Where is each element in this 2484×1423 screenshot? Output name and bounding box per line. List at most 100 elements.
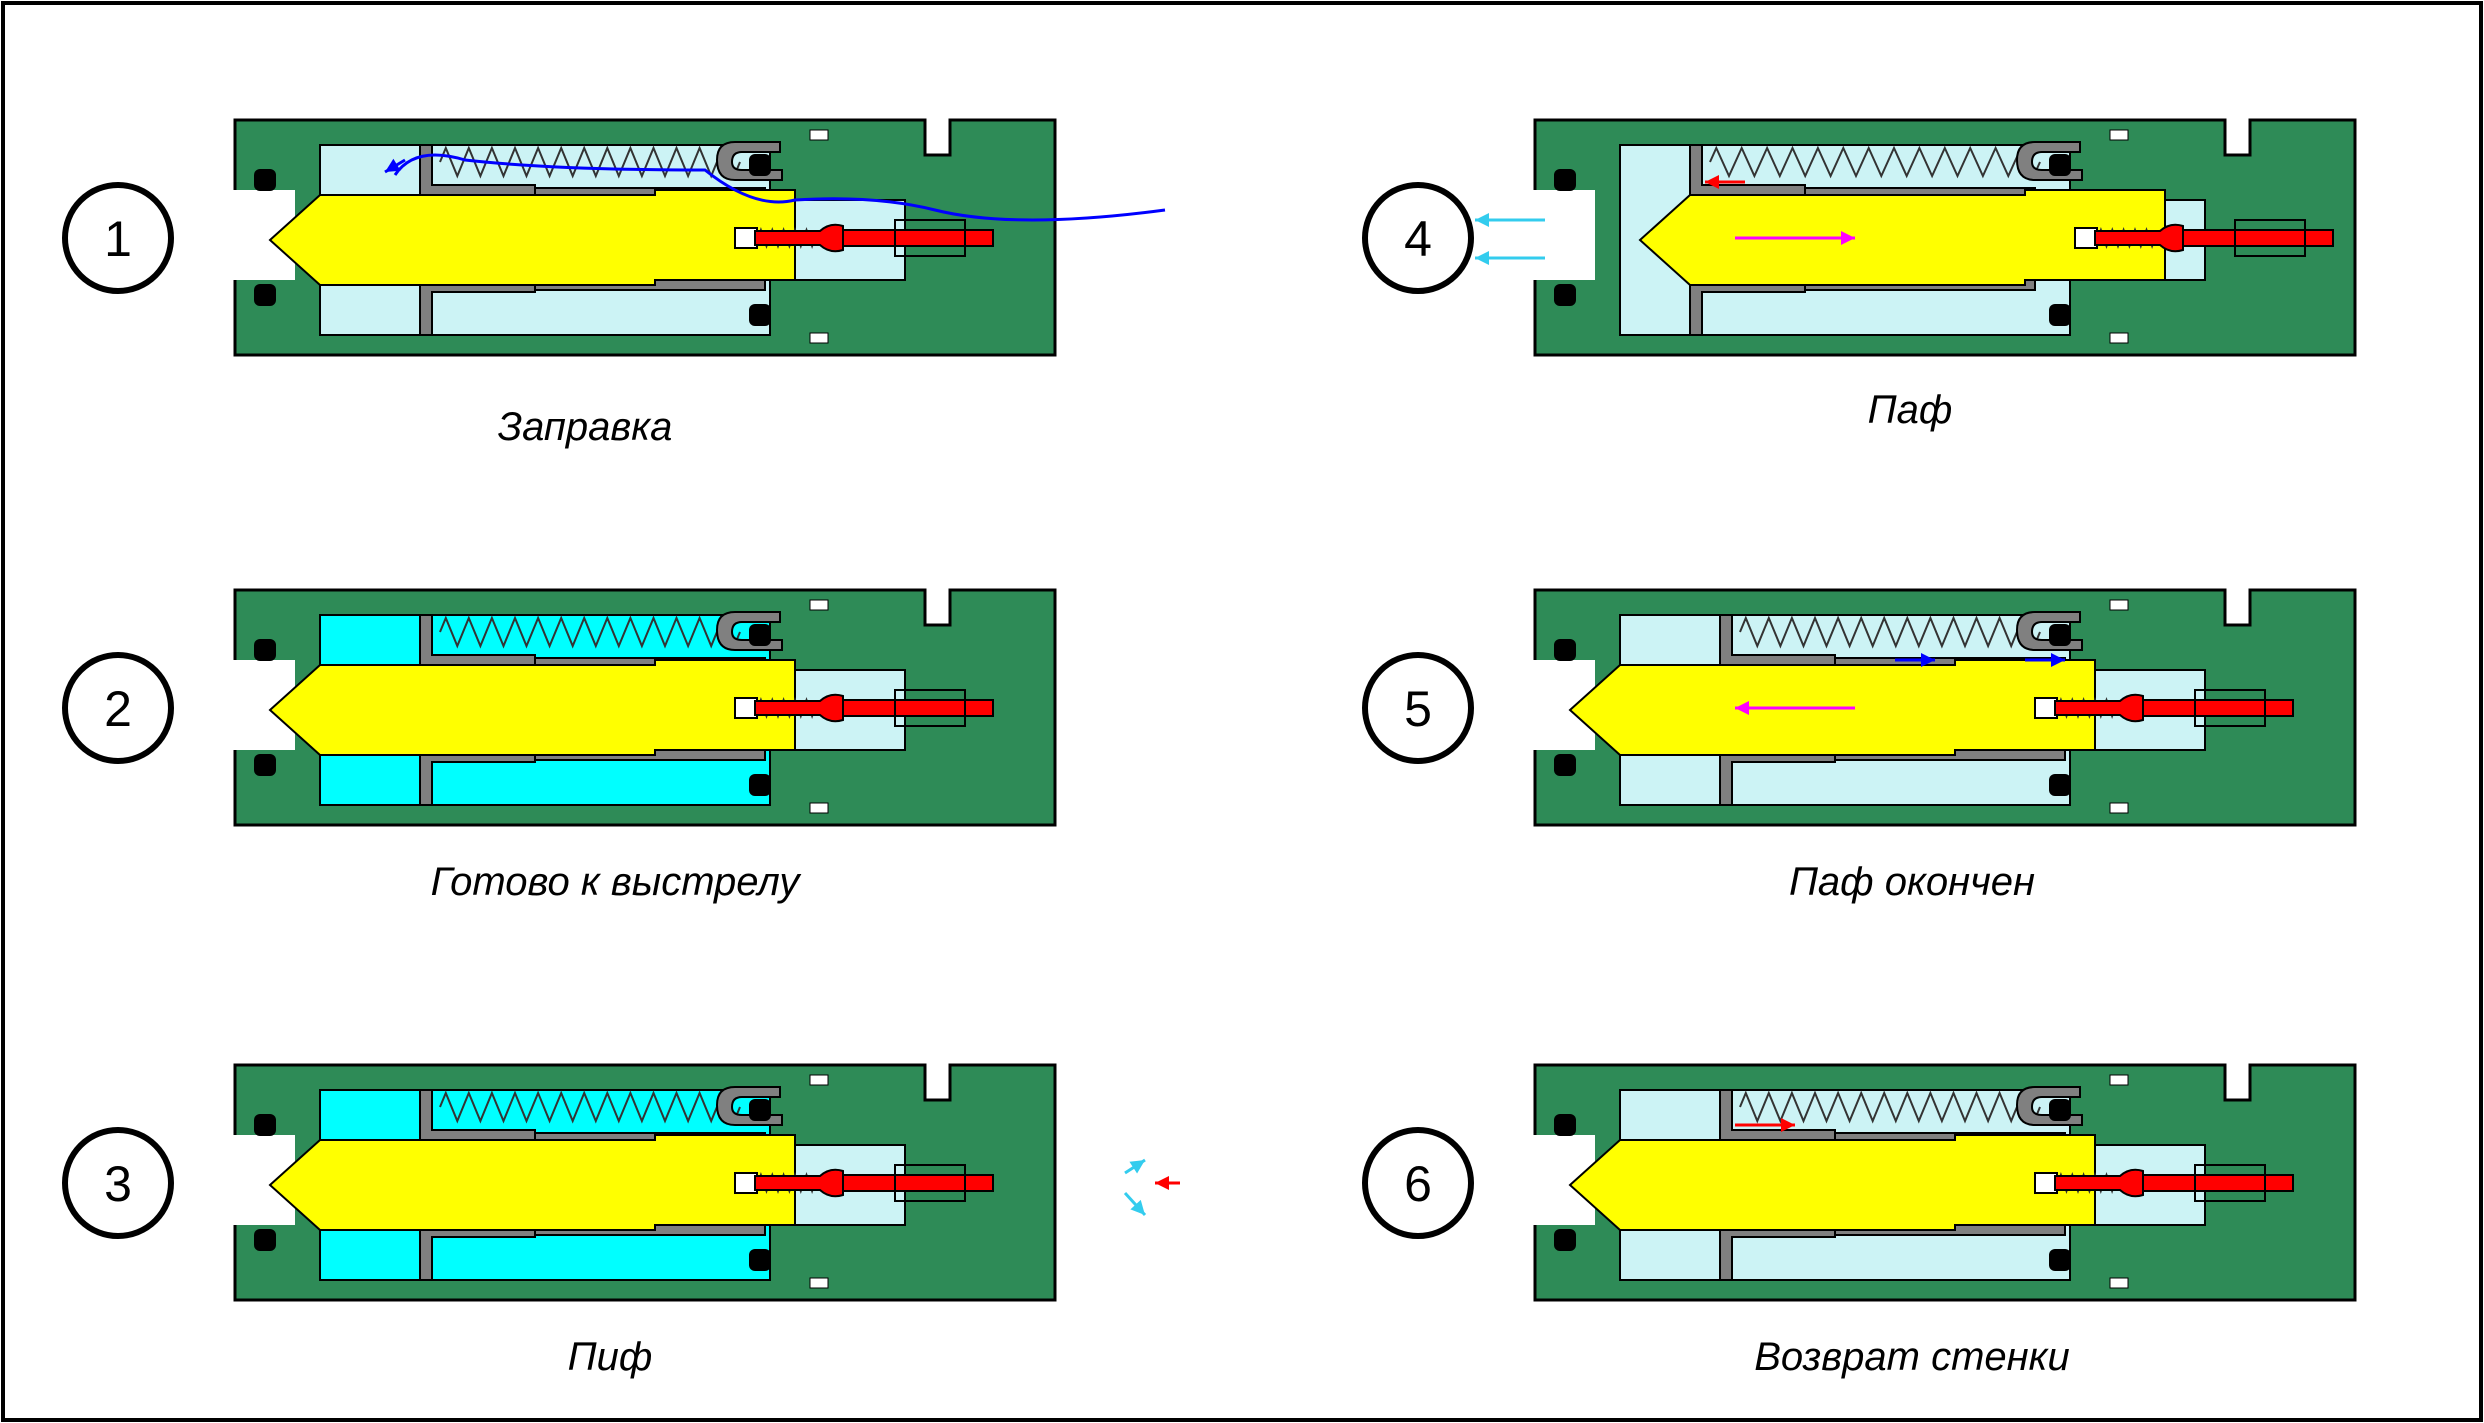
valve-seat [2074, 227, 2098, 249]
valve-housing [2194, 689, 2266, 727]
stage-5-caption: Паф окончен [1788, 860, 2036, 904]
valve-head [754, 693, 844, 723]
valve-housing [894, 219, 966, 257]
valve-seat [734, 1172, 758, 1194]
valve-stem [2182, 229, 2334, 247]
o-ring-2 [254, 1229, 276, 1251]
stage-number: 4 [1404, 211, 1432, 267]
vent-slot-upper [2109, 599, 2129, 611]
exhaust-arrow-lower-icon [1475, 251, 1545, 265]
main-spring [439, 615, 741, 649]
main-spring [1739, 1090, 2041, 1124]
valve-seat [2034, 697, 2058, 719]
main-spring [1709, 145, 2041, 179]
valve-stem [842, 699, 994, 717]
arrow-right-icon [1735, 1118, 1795, 1132]
stage-number: 2 [104, 681, 132, 737]
piston [268, 189, 796, 286]
vent-arrows-icon [1124, 1158, 1146, 1175]
flow-arrow-icon [2025, 653, 2065, 667]
o-ring-3 [2049, 624, 2071, 646]
o-ring-3 [749, 154, 771, 176]
valve-seat [734, 227, 758, 249]
stage-6-caption: Возврат стенки [1754, 1335, 2070, 1379]
o-ring-1 [1554, 169, 1576, 191]
stage-5: 5 [1350, 570, 2480, 900]
o-ring-2 [254, 284, 276, 306]
nozzle-opening [230, 660, 295, 750]
o-ring-3 [749, 624, 771, 646]
vent-slot-upper [2109, 1074, 2129, 1086]
device-cross-section [1530, 1063, 2357, 1302]
device-cross-section [230, 1063, 1180, 1302]
device-cross-section [1475, 118, 2357, 357]
stage-3-caption: Пиф [567, 1335, 653, 1379]
stage-number-badge: 6 [1362, 1127, 1474, 1239]
main-spring [439, 1090, 741, 1124]
o-ring-1 [254, 1114, 276, 1136]
vent-slot-upper [809, 1074, 829, 1086]
o-ring-2 [1554, 284, 1576, 306]
vent-slot-upper [2109, 129, 2129, 141]
exhaust-arrows-icon [1475, 213, 1545, 227]
stage-2-caption: Готово к выстрелу [430, 860, 800, 904]
o-ring-4 [749, 1249, 771, 1271]
stage-4: 4 [1350, 100, 2480, 430]
valve-seat [734, 697, 758, 719]
vent-slot-lower [2109, 1277, 2129, 1289]
o-ring-4 [749, 304, 771, 326]
valve-head [2094, 223, 2184, 253]
nozzle-opening [230, 190, 295, 280]
fill-arrow-icon [384, 158, 406, 174]
wall-arrow-icon [1705, 175, 1745, 189]
main-spring [1739, 615, 2041, 649]
stage-number-badge: 5 [1362, 652, 1474, 764]
stage-number: 5 [1404, 681, 1432, 737]
o-ring-4 [2049, 304, 2071, 326]
valve-housing [894, 1164, 966, 1202]
valve-stem [2142, 699, 2294, 717]
o-ring-1 [254, 639, 276, 661]
vent-slot-lower [809, 802, 829, 814]
stage-number-badge: 1 [62, 182, 174, 294]
o-ring-4 [2049, 774, 2071, 796]
arrow-left-icon [1155, 1176, 1180, 1190]
o-ring-4 [749, 774, 771, 796]
o-ring-3 [2049, 1099, 2071, 1121]
vent-arrow-lower-icon [1123, 1191, 1147, 1217]
valve-housing [2234, 219, 2306, 257]
o-ring-1 [254, 169, 276, 191]
stage-number-badge: 4 [1362, 182, 1474, 294]
valve-stem [2142, 1174, 2294, 1192]
vent-slot-upper [809, 599, 829, 611]
o-ring-1 [1554, 1114, 1576, 1136]
valve-head [754, 223, 844, 253]
valve-head [754, 1168, 844, 1198]
arrow-left-icon [1735, 701, 1855, 715]
device-cross-section [1530, 588, 2357, 827]
valve-head [2054, 1168, 2144, 1198]
stage-number-badge: 3 [62, 1127, 174, 1239]
stage-3: 3 [50, 1045, 1180, 1375]
o-ring-4 [2049, 1249, 2071, 1271]
vent-slot-lower [2109, 332, 2129, 344]
vent-slot-lower [809, 332, 829, 344]
device-cross-section [230, 118, 1166, 357]
o-ring-3 [2049, 154, 2071, 176]
nozzle-opening [230, 1135, 295, 1225]
stage-1-caption: Заправка [497, 405, 673, 449]
piston [1568, 1134, 2096, 1231]
piston [268, 1134, 796, 1231]
stage-2: 2 [50, 570, 1180, 900]
o-ring-2 [1554, 754, 1576, 776]
arrow-right-icon [1735, 231, 1855, 245]
vent-slot-lower [809, 1277, 829, 1289]
o-ring-2 [254, 754, 276, 776]
valve-housing [894, 689, 966, 727]
nozzle-opening [1530, 190, 1595, 280]
stage-number: 1 [104, 211, 132, 267]
airflow-line-icon [393, 153, 1166, 222]
stage-number: 3 [104, 1156, 132, 1212]
stage-6: 6 [1350, 1045, 2480, 1375]
